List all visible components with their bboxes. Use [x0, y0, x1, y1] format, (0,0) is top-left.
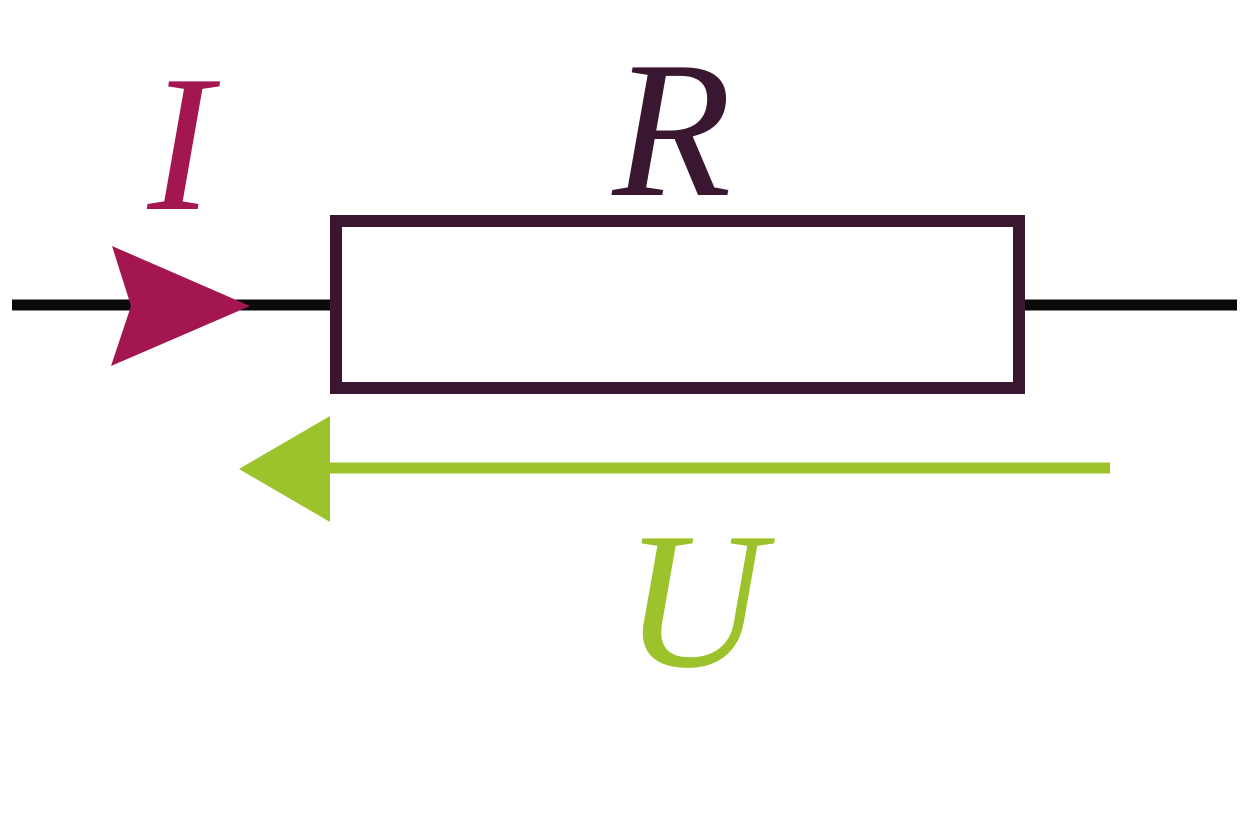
voltage-arrow-icon [239, 416, 330, 522]
voltage-label: U [624, 493, 776, 709]
current-arrow-icon [111, 246, 250, 366]
resistor-body [330, 215, 1025, 394]
resistor-label: R [610, 22, 731, 238]
current-label: I [147, 36, 221, 252]
